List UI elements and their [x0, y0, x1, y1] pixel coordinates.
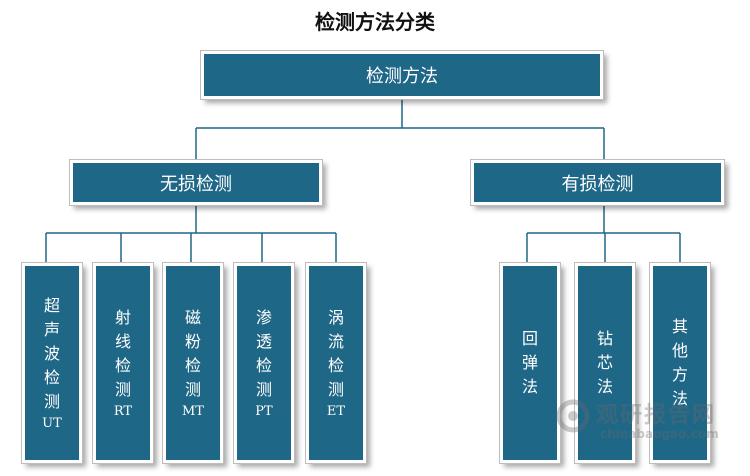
leaf-char: 检	[43, 368, 60, 387]
leaf-char: 其	[671, 317, 688, 336]
watermark-text-en: chinabaogao.com	[600, 427, 719, 441]
leaf-char: 射	[114, 308, 131, 327]
branch-node-nondestructive: 无损检测	[69, 159, 323, 206]
watermark-text-cn: 观研报告网	[596, 403, 717, 428]
leaf-char: 检	[114, 356, 131, 375]
leaf-char: 透	[255, 332, 272, 351]
root-node: 检测方法	[200, 50, 604, 100]
leaf-code: UT	[42, 416, 62, 431]
leaf-char: 钻	[596, 329, 613, 348]
leaf-char: 粉	[184, 332, 201, 351]
leaf-char: 法	[521, 377, 538, 396]
leaf-code: ET	[326, 404, 346, 419]
root-node-label: 检测方法	[366, 66, 438, 87]
leaf-char: 超	[43, 296, 60, 315]
leaf-char: 测	[184, 380, 201, 399]
leaf-char: 测	[114, 380, 131, 399]
leaf-node-rebound: 回 弹 法	[499, 262, 561, 464]
leaf-char: 回	[521, 329, 538, 348]
branch-node-label: 无损检测	[160, 173, 232, 195]
leaf-char: 流	[327, 332, 344, 351]
leaf-char: 检	[184, 356, 201, 375]
leaf-code: RT	[113, 404, 133, 419]
leaf-node-rt: 射 线 检 测 RT	[92, 262, 154, 464]
leaf-char: 方	[671, 365, 688, 384]
leaf-node-pt: 渗 透 检 测 PT	[233, 262, 295, 464]
branch-node-label: 有损检测	[561, 173, 634, 195]
leaf-node-et: 涡 流 检 测 ET	[305, 262, 367, 464]
diagram-title: 检测方法分类	[315, 10, 435, 34]
leaf-char: 声	[43, 320, 60, 339]
leaf-char: 他	[671, 341, 688, 360]
leaf-char: 磁	[184, 308, 201, 327]
leaf-char: 法	[671, 389, 688, 408]
leaf-code: MT	[182, 404, 204, 419]
leaf-char: 测	[43, 392, 60, 411]
leaf-char: 涡	[327, 308, 344, 327]
leaf-char: 波	[43, 344, 60, 363]
leaf-node-core-drilling: 钻 芯 法	[574, 262, 636, 464]
leaf-code: PT	[255, 404, 273, 419]
leaf-char: 法	[596, 377, 613, 396]
leaf-char: 测	[255, 380, 272, 399]
watermark-logo-icon	[556, 399, 590, 433]
leaf-node-mt: 磁 粉 检 测 MT	[162, 262, 224, 464]
leaf-char: 线	[114, 332, 131, 351]
leaf-char: 检	[255, 356, 272, 375]
leaf-node-ut: 超 声 波 检 测 UT	[21, 262, 83, 464]
leaf-node-other-methods: 其 他 方 法	[649, 262, 711, 464]
leaf-char: 测	[327, 380, 344, 399]
branch-node-destructive: 有损检测	[470, 159, 725, 206]
leaf-char: 弹	[521, 353, 538, 372]
leaf-char: 芯	[596, 353, 613, 372]
leaf-char: 渗	[255, 308, 272, 327]
leaf-char: 检	[327, 356, 344, 375]
watermark: 观研报告网 chinabaogao.com	[556, 395, 746, 455]
